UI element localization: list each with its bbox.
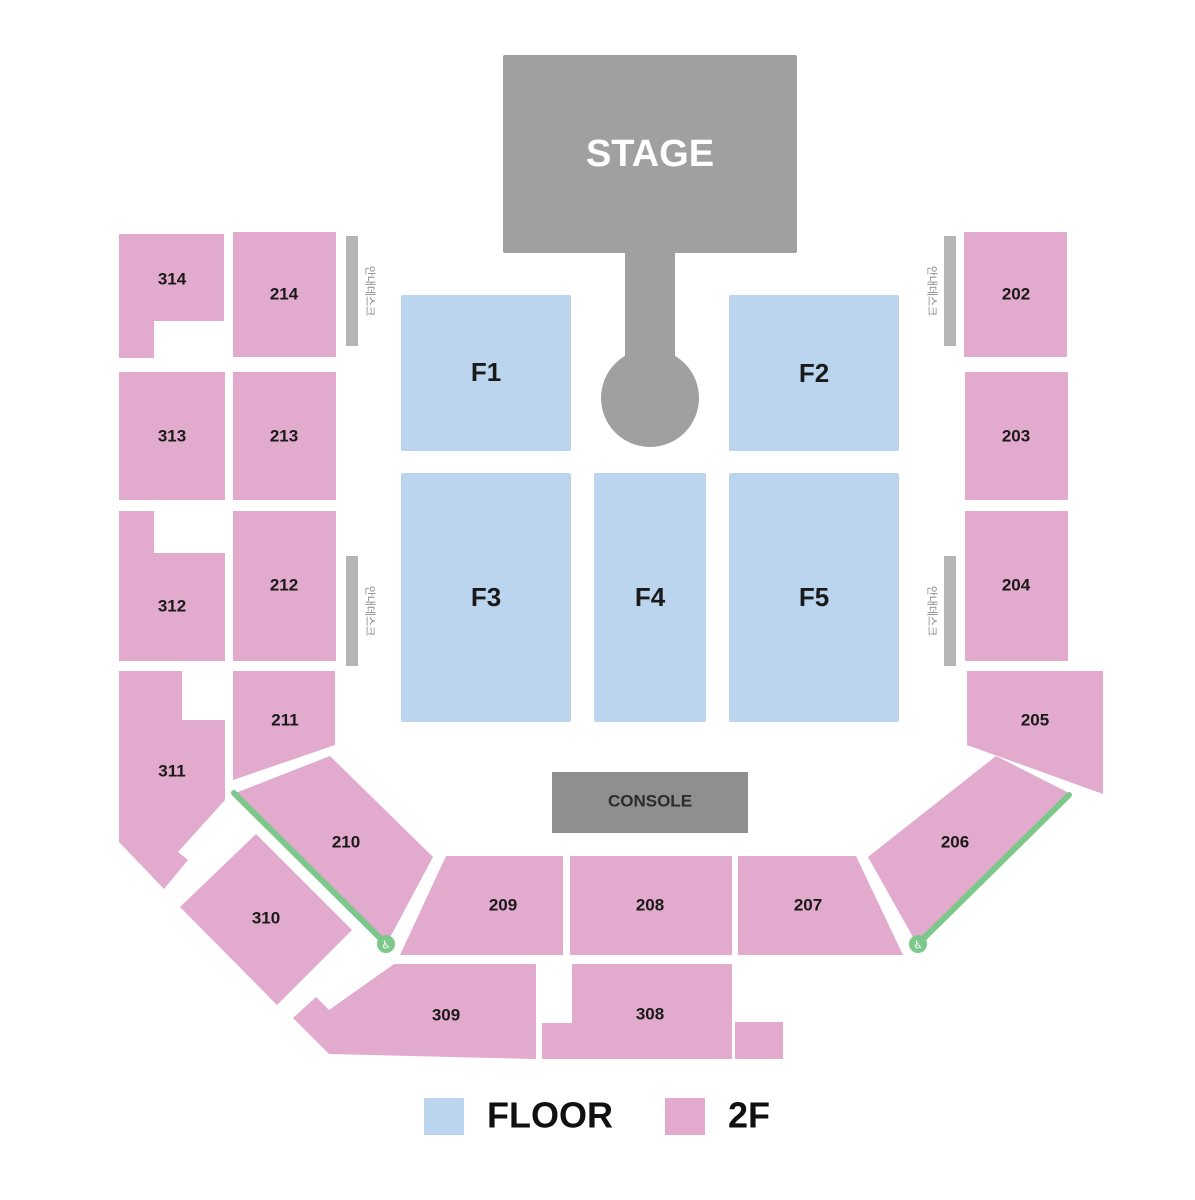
section-313-label: 313 [158, 427, 186, 446]
legend-swatch-2f [665, 1098, 705, 1135]
section-308[interactable]: 308 [542, 964, 732, 1059]
wheelchair-row-left: ♿ [231, 790, 395, 953]
section-F1[interactable]: F1 [401, 295, 571, 451]
section-309[interactable]: 309 [293, 964, 536, 1059]
legend-item-2f: 2F [665, 1095, 770, 1136]
section-309-label: 309 [432, 1006, 460, 1025]
console-label: CONSOLE [608, 792, 692, 811]
wheelchair-icon: ♿ [381, 939, 391, 952]
section-314[interactable]: 314 [119, 234, 224, 358]
section-312-label: 312 [158, 597, 186, 616]
section-311-label: 311 [158, 762, 185, 781]
section-206[interactable]: 206 [868, 756, 1071, 946]
section-F5[interactable]: F5 [729, 473, 899, 722]
section-F4[interactable]: F4 [594, 473, 706, 722]
legend-swatch-floor [424, 1098, 464, 1135]
wheelchair-row-right: ♿ [909, 792, 1072, 953]
section-205[interactable]: 205 [967, 671, 1103, 794]
section-310[interactable]: 310 [180, 834, 352, 1005]
section-308-annex[interactable] [735, 1022, 783, 1059]
section-210-label: 210 [332, 833, 360, 852]
section-211[interactable]: 211 [233, 671, 335, 780]
section-202-label: 202 [1002, 285, 1030, 304]
section-214[interactable]: 214 [233, 232, 336, 357]
section-213-label: 213 [270, 427, 298, 446]
section-213[interactable]: 213 [233, 372, 336, 500]
lift-left-bottom: 안내데스크 [346, 556, 377, 666]
section-211-label: 211 [271, 711, 298, 730]
legend-label-2f: 2F [728, 1095, 770, 1136]
section-F3[interactable]: F3 [401, 473, 571, 722]
lift-left-top: 안내데스크 [346, 236, 377, 346]
console: CONSOLE [552, 772, 748, 833]
section-F1-label: F1 [471, 357, 501, 387]
section-208-label: 208 [636, 896, 664, 915]
lift-right-bottom: 안내데스크 [926, 556, 956, 666]
section-F4-label: F4 [635, 582, 666, 612]
section-202[interactable]: 202 [964, 232, 1067, 357]
lift-left-top-label: 안내데스크 [364, 266, 377, 317]
section-311[interactable]: 311 [119, 671, 225, 889]
stage-label: STAGE [586, 133, 714, 175]
section-204[interactable]: 204 [965, 511, 1068, 661]
legend-item-floor: FLOOR [424, 1095, 613, 1136]
section-214-label: 214 [270, 285, 299, 304]
section-308-label: 308 [636, 1005, 664, 1024]
section-F2[interactable]: F2 [729, 295, 899, 451]
lift-right-bottom-label: 안내데스크 [926, 586, 939, 637]
section-F5-label: F5 [799, 582, 829, 612]
legend-label-floor: FLOOR [487, 1095, 613, 1136]
section-209-label: 209 [489, 896, 517, 915]
section-212-label: 212 [270, 576, 298, 595]
lift-right-top: 안내데스크 [926, 236, 956, 346]
section-204-label: 204 [1002, 576, 1031, 595]
wheelchair-icon: ♿ [913, 939, 923, 952]
stage: STAGE [503, 55, 797, 447]
section-207[interactable]: 207 [738, 856, 903, 955]
section-313[interactable]: 313 [119, 372, 225, 500]
section-206-label: 206 [941, 833, 969, 852]
section-310-label: 310 [252, 909, 280, 928]
section-205-label: 205 [1021, 711, 1049, 730]
section-203[interactable]: 203 [965, 372, 1068, 500]
section-209[interactable]: 209 [400, 856, 563, 955]
section-312[interactable]: 312 [119, 511, 225, 661]
section-207-label: 207 [794, 896, 822, 915]
section-203-label: 203 [1002, 427, 1030, 446]
section-314-label: 314 [158, 270, 187, 289]
section-F3-label: F3 [471, 582, 501, 612]
lift-right-top-label: 안내데스크 [926, 266, 939, 317]
lift-left-bottom-label: 안내데스크 [364, 586, 377, 637]
section-210[interactable]: 210 [233, 756, 433, 945]
section-212[interactable]: 212 [233, 511, 336, 661]
section-208[interactable]: 208 [570, 856, 732, 955]
section-F2-label: F2 [799, 358, 829, 388]
legend: FLOOR 2F [424, 1095, 770, 1136]
